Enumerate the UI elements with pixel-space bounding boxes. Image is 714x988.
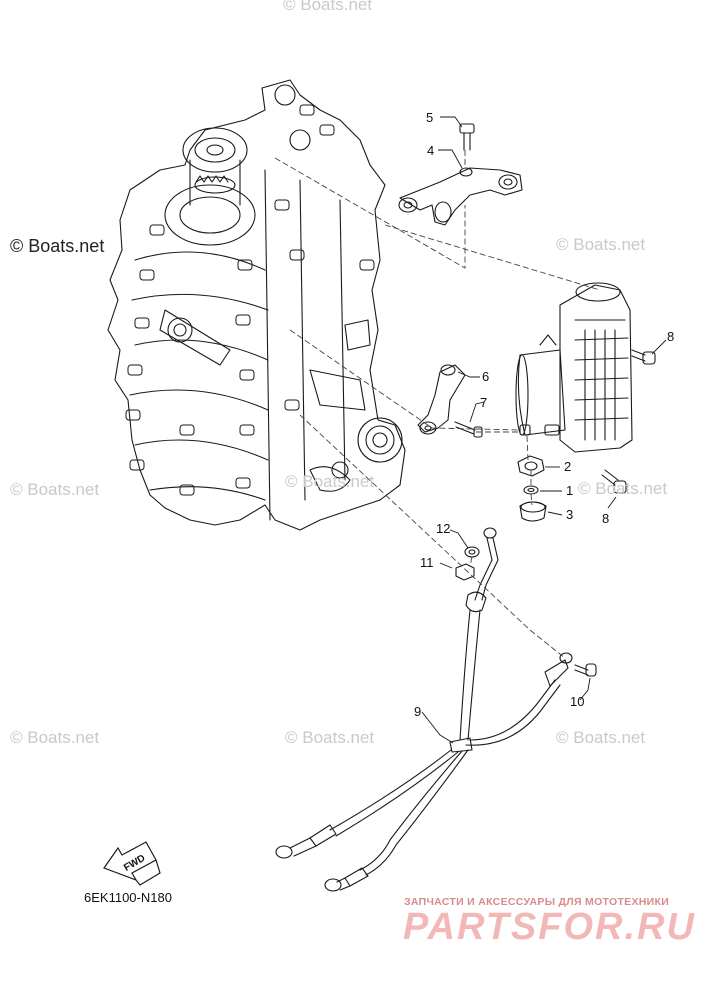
bolt-5 <box>459 123 475 151</box>
callout-9: 9 <box>414 704 421 719</box>
callout-8-upper: 8 <box>667 329 674 344</box>
callout-labels: 5 4 6 7 2 1 3 8 8 9 10 11 12 <box>414 110 674 719</box>
watermark-center-lower: © Boats.net <box>285 728 374 747</box>
callout-6: 6 <box>482 369 489 384</box>
fwd-arrow: FWD <box>103 841 161 886</box>
callout-7: 7 <box>480 395 487 410</box>
watermark-top: © Boats.net <box>283 0 372 14</box>
watermark-left-lower: © Boats.net <box>10 728 99 747</box>
battery-cable <box>275 527 573 892</box>
watermark-right-lower: © Boats.net <box>556 728 645 747</box>
callout-10: 10 <box>570 694 584 709</box>
callouts <box>421 116 667 744</box>
watermark-right-mid: © Boats.net <box>578 479 667 498</box>
bolt-8-lower <box>601 469 627 494</box>
engine-block <box>107 79 406 531</box>
brand-logo: PARTSFOR.RU <box>403 906 696 948</box>
cap-3 <box>519 501 547 522</box>
brand-tagline: ЗАПЧАСТИ И АКСЕССУАРЫ ДЛЯ МОТОТЕХНИКИ <box>404 896 670 908</box>
bracket <box>398 167 523 226</box>
nut-11 <box>455 563 475 581</box>
callout-11: 11 <box>420 555 434 570</box>
callout-4: 4 <box>427 143 434 158</box>
starter-motor <box>515 282 633 453</box>
part-code: 6EK1100-N180 <box>84 890 172 905</box>
watermark-center-mid: © Boats.net <box>285 472 374 491</box>
watermark-left-upper: © Boats.net <box>10 236 104 256</box>
callout-1: 1 <box>566 483 573 498</box>
callout-3: 3 <box>566 507 573 522</box>
washer-12 <box>464 546 480 558</box>
bolt-8-upper <box>631 349 656 365</box>
callout-2: 2 <box>564 459 571 474</box>
callout-12: 12 <box>436 521 450 536</box>
watermark-left-mid: © Boats.net <box>10 480 99 499</box>
watermark-right-upper: © Boats.net <box>556 235 645 254</box>
callout-5: 5 <box>426 110 433 125</box>
assembly-lines <box>274 150 601 659</box>
bolt-7 <box>454 421 483 438</box>
watermarks: © Boats.net © Boats.net © Boats.net © Bo… <box>10 0 667 747</box>
washer-1 <box>523 485 539 495</box>
callout-8-lower: 8 <box>602 511 609 526</box>
bolt-10 <box>574 663 597 677</box>
